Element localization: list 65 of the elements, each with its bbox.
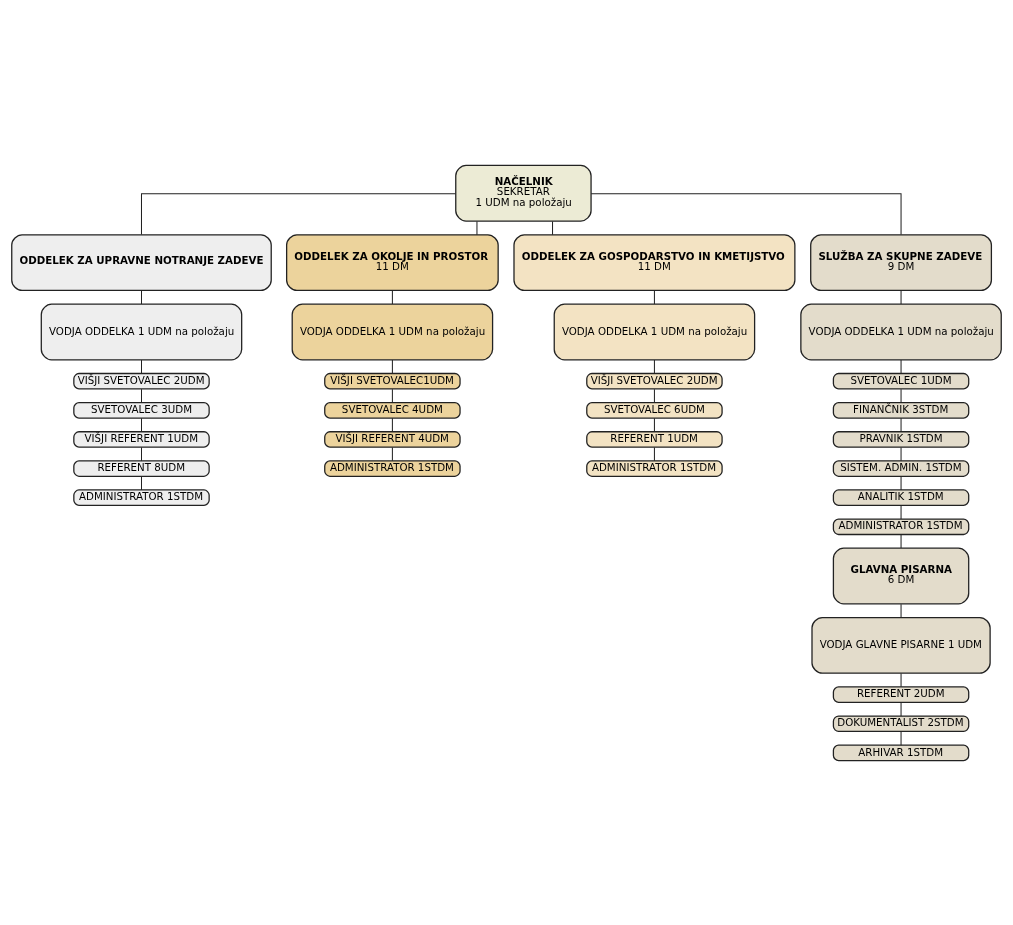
- node-box: ANALITIK 1STDM: [832, 488, 970, 506]
- connector: [140, 475, 142, 490]
- connector: [391, 359, 393, 374]
- node-box: ADMINISTRATOR 1STDM: [73, 488, 210, 506]
- node-box: VODJA GLAVNE PISARNE 1 UDM: [811, 616, 991, 674]
- node-box: SVETOVALEC 6UDM: [586, 401, 723, 419]
- connector: [140, 289, 142, 305]
- node-box: ODDELEK ZA OKOLJE IN PROSTOR 11 DM: [286, 233, 499, 291]
- connector: [900, 359, 902, 374]
- node-box: SLUŽBA ZA SKUPNE ZADEVE 9 DM: [810, 233, 993, 291]
- connector: [900, 533, 902, 548]
- node-box: GLAVNA PISARNA 6 DM: [832, 547, 970, 604]
- connector: [391, 417, 393, 432]
- connector: [653, 359, 655, 374]
- connector: [140, 192, 457, 235]
- node-box: VODJA ODDELKA 1 UDM na položaju: [40, 303, 243, 360]
- node-box: PRAVNIK 1STDM: [832, 430, 970, 448]
- connector: [900, 388, 902, 403]
- node-box: FINANČNIK 3STDM: [832, 401, 970, 419]
- connector: [590, 192, 902, 235]
- connector: [900, 475, 902, 490]
- connector: [140, 388, 142, 403]
- node-box: VIŠJI REFERENT 1UDM: [73, 430, 210, 448]
- node-box: VODJA ODDELKA 1 UDM na položaju: [291, 303, 494, 360]
- connector: [140, 446, 142, 461]
- connector: [391, 388, 393, 403]
- node-box: SISTEM. ADMIN. 1STDM: [832, 459, 970, 477]
- connector: [900, 504, 902, 520]
- connector: [391, 446, 393, 461]
- node-box: ARHIVAR 1STDM: [832, 744, 970, 761]
- node-box: SVETOVALEC 4UDM: [324, 401, 461, 419]
- connector: [900, 446, 902, 461]
- node-box: ADMINISTRATOR 1STDM: [324, 459, 461, 477]
- node-box: ADMINISTRATOR 1STDM: [586, 459, 723, 477]
- connector: [653, 446, 655, 461]
- connector: [900, 289, 902, 305]
- connector: [900, 603, 902, 618]
- node-box: REFERENT 2UDM: [832, 685, 970, 703]
- connector: [653, 417, 655, 432]
- connector: [653, 289, 655, 305]
- connector: [476, 220, 478, 235]
- node-box: VIŠJI REFERENT 4UDM: [324, 430, 461, 448]
- node-box: DOKUMENTALIST 2STDM: [832, 714, 970, 732]
- connector: [552, 220, 554, 235]
- connector: [653, 388, 655, 403]
- node-box: ODDELEK ZA GOSPODARSTVO IN KMETIJSTVO 11 DM: [513, 233, 796, 291]
- connector: [391, 289, 393, 305]
- node-box: ODDELEK ZA UPRAVNE NOTRANJE ZADEVE: [11, 233, 272, 291]
- connector: [900, 730, 902, 746]
- node-box: VIŠJI SVETOVALEC 2UDM: [73, 372, 210, 390]
- node-box: NAČELNIK SEKRETAR 1 UDM na položaju: [455, 164, 592, 222]
- connector: [900, 417, 902, 432]
- node-box: VIŠJI SVETOVALEC 2UDM: [586, 372, 723, 390]
- connector: [140, 359, 142, 374]
- connector: [900, 701, 902, 717]
- connector: [140, 417, 142, 432]
- node-box: SVETOVALEC 3UDM: [73, 401, 210, 419]
- node-box: REFERENT 8UDM: [73, 459, 210, 477]
- node-box: ADMINISTRATOR 1STDM: [832, 517, 970, 535]
- node-box: VODJA ODDELKA 1 UDM na položaju: [553, 303, 756, 360]
- connector: [900, 672, 902, 687]
- node-box: SVETOVALEC 1UDM: [832, 372, 970, 390]
- node-box: REFERENT 1UDM: [586, 430, 723, 448]
- node-box: VIŠJI SVETOVALEC1UDM: [324, 372, 461, 390]
- node-box: VODJA ODDELKA 1 UDM na položaju: [800, 303, 1002, 360]
